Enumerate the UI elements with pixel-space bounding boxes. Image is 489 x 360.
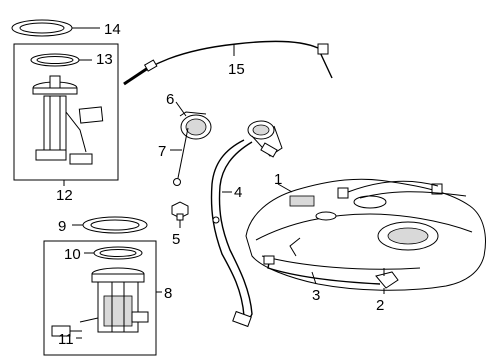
- filler-pipe-4: [210, 120, 283, 328]
- callout-11: 11: [58, 331, 74, 348]
- callout-7: 7: [158, 143, 166, 160]
- cap-tether-7: [170, 127, 189, 186]
- bolt-5: [171, 201, 189, 228]
- callout-4: 4: [234, 184, 242, 201]
- fuel-cap-6: [175, 101, 212, 140]
- tank-strap-3: [263, 255, 381, 285]
- callout-9: 9: [58, 218, 66, 235]
- seal-ring-10: [84, 246, 143, 260]
- callout-2: 2: [376, 297, 384, 314]
- fuel-tank-1: [245, 178, 486, 291]
- callout-13: 13: [96, 51, 113, 68]
- seal-ring-13: [30, 53, 92, 67]
- fuel-pump-module-11: [51, 267, 149, 337]
- assembly-box-12: [13, 43, 119, 181]
- assembly-box-8: [43, 240, 157, 356]
- callout-6: 6: [166, 91, 174, 108]
- fuel-sender-12: [32, 75, 104, 165]
- strap-bracket-2: [375, 268, 399, 294]
- callout-10: 10: [64, 246, 81, 263]
- callout-12: 12: [56, 187, 73, 204]
- callout-8: 8: [164, 285, 172, 302]
- callout-1: 1: [274, 171, 282, 188]
- lock-ring-14: [11, 19, 100, 37]
- lock-ring-9: [72, 216, 148, 234]
- vapor-line-15: [123, 40, 333, 86]
- callout-3: 3: [312, 287, 320, 304]
- callout-14: 14: [104, 21, 121, 38]
- callout-15: 15: [228, 61, 245, 78]
- callout-5: 5: [172, 231, 180, 248]
